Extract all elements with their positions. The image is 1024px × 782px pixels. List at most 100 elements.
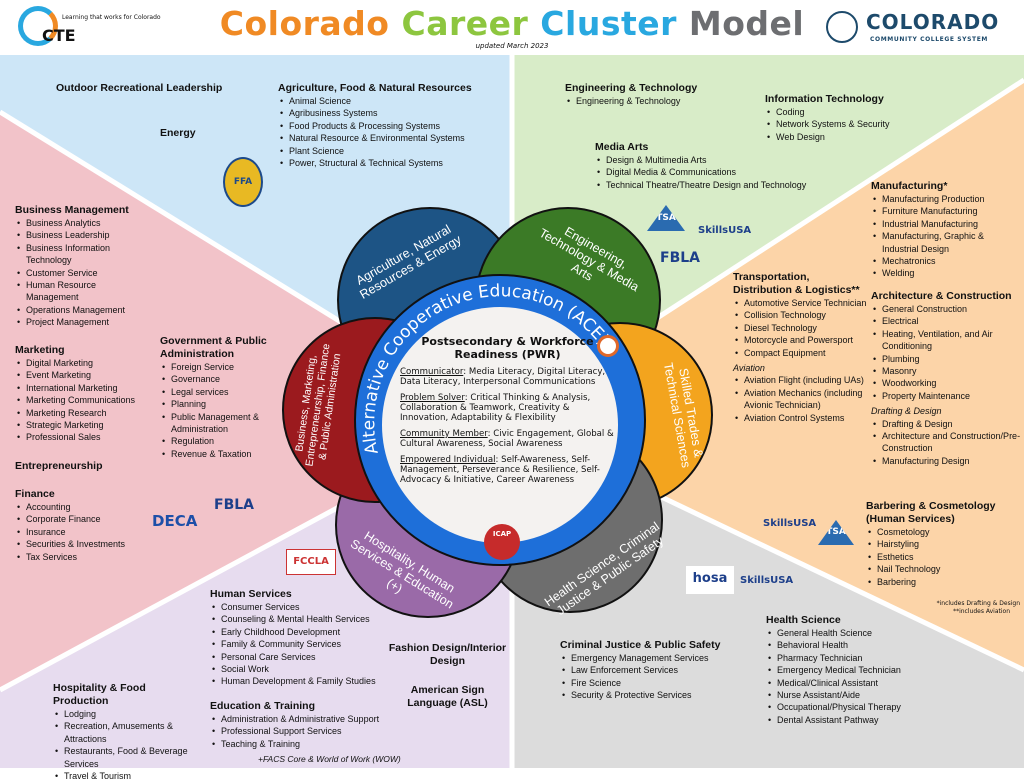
list-item: Manufacturing, Graphic & Industrial Desi… (873, 230, 1016, 255)
list-item: Furniture Manufacturing (873, 205, 1016, 218)
cluster-arch: Architecture & ConstructionGeneral Const… (871, 290, 1024, 468)
list-item: Emergency Management Services (562, 652, 730, 665)
list-item: Emergency Medical Technician (768, 664, 916, 677)
pwr-desc: : Media Literacy, Digital Literacy, Data… (400, 367, 606, 387)
list-item: Counseling & Mental Health Services (212, 613, 390, 626)
footnote-2: **includes Aviation (953, 608, 1010, 615)
list-item: Human Development & Family Studies (212, 675, 390, 688)
fccla-logo: FCCLA (286, 549, 336, 575)
list-item: Engineering & Technology (567, 95, 745, 108)
fashion-design: Fashion Design/Interior Design (388, 642, 507, 667)
list-item: Customer Service (17, 267, 140, 280)
list-item: Business Analytics (17, 217, 140, 230)
list-item: Security & Protective Services (562, 689, 730, 702)
list-item: Teaching & Training (212, 738, 400, 751)
list-item: Nail Technology (868, 563, 1016, 576)
pwr-desc: : Critical Thinking & Analysis, Collabor… (400, 393, 591, 423)
list-item: Digital Marketing (17, 357, 155, 370)
cluster-it: Information TechnologyCodingNetwork Syst… (765, 93, 905, 144)
title-word: Model (688, 4, 805, 43)
entrepreneurship: Entrepreneurship (15, 460, 103, 472)
list-item: Business Information Technology (17, 242, 140, 267)
cluster-title: Government & Public Administration (160, 335, 267, 360)
updated-date: updated March 2023 (475, 42, 549, 50)
cluster-mfg: Manufacturing*Manufacturing ProductionFu… (871, 180, 1016, 280)
list-item: Nurse Assistant/Aide (768, 689, 916, 702)
list-item: Aviation Control Systems (735, 412, 868, 425)
list-item: Pharmacy Technician (768, 652, 916, 665)
list-item: Lodging (55, 708, 203, 721)
skillsusa-logo-3: SkillsUSA (763, 518, 817, 529)
list-item: Hairstyling (868, 538, 1016, 551)
list-item: Behavioral Health (768, 639, 916, 652)
list-item: Human Resource Management (17, 279, 140, 304)
list-item: Social Work (212, 663, 390, 676)
list-item: Strategic Marketing (17, 419, 155, 432)
list-item: Plant Science (280, 145, 478, 158)
fbla-logo-2: FBLA (214, 497, 254, 513)
list-item: Masonry (873, 365, 1024, 378)
deca-logo: DECA (152, 512, 198, 530)
list-item: Diesel Technology (735, 322, 868, 335)
list-item: Travel & Tourism (55, 770, 203, 782)
pwr-item: Problem Solver: Critical Thinking & Anal… (400, 393, 615, 423)
cluster-human: Human ServicesConsumer ServicesCounselin… (210, 588, 390, 688)
skillsusa-logo-2: SkillsUSA (740, 575, 794, 586)
ffa-logo: FFA (223, 157, 263, 207)
list-item: Governance (162, 373, 275, 386)
cluster-title: Manufacturing* (871, 180, 948, 192)
list-item: Aviation Mechanics (including Avionic Te… (735, 387, 868, 412)
list-item: Woodworking (873, 377, 1024, 390)
cluster-title: Transportation, Distribution & Logistics… (733, 271, 860, 296)
cluster-title: Marketing (15, 344, 65, 356)
cte-logo-text: CTE (42, 26, 76, 45)
pwr-title-line: Postsecondary & Workforce (421, 335, 594, 348)
list-item: Manufacturing Design (873, 455, 1024, 468)
pwr-item: Communicator: Media Literacy, Digital Li… (400, 367, 615, 387)
list-item: Event Marketing (17, 369, 155, 382)
cluster-cj: Criminal Justice & Public SafetyEmergenc… (560, 639, 730, 702)
list-item: Animal Science (280, 95, 478, 108)
asl: American Sign Language (ASL) (407, 684, 488, 709)
list-item: Corporate Finance (17, 513, 135, 526)
pwr-desc: : Civic Engagement, Global & Cultural Aw… (400, 429, 614, 449)
list-item: Technical Theatre/Theatre Design and Tec… (597, 179, 815, 192)
pwr-term: Communicator (400, 367, 464, 377)
list-item: Consumer Services (212, 601, 390, 614)
list-item: Agribusiness Systems (280, 107, 478, 120)
list-item: Industrial Manufacturing (873, 218, 1016, 231)
cte-tagline: Learning that works for Colorado (62, 14, 161, 21)
cluster-title: Media Arts (595, 141, 649, 153)
cte-logo (18, 6, 58, 46)
list-item: Recreation, Amusements & Attractions (55, 720, 203, 745)
title-word: Cluster (540, 4, 677, 43)
list-item: General Construction (873, 303, 1024, 316)
footnote-1: *includes Drafting & Design (936, 600, 1020, 607)
list-item: Accounting (17, 501, 135, 514)
list-item: Legal services (162, 386, 275, 399)
list-item: Automotive Service Technician (735, 297, 868, 310)
cluster-agri: Agriculture, Food & Natural ResourcesAni… (278, 82, 478, 170)
pwr-title-line: Readiness (PWR) (454, 348, 561, 361)
list-item: Insurance (17, 526, 135, 539)
list-item: Barbering (868, 576, 1016, 589)
outdoor-recreation: Outdoor Recreational Leadership (56, 82, 223, 94)
cluster-title: Information Technology (765, 93, 884, 105)
list-item: Administration & Administrative Support (212, 713, 400, 726)
pwr-item: Empowered Individual: Self-Awareness, Se… (400, 455, 615, 485)
pwr-term: Empowered Individual (400, 455, 496, 465)
cluster-title: Business Management (15, 204, 129, 216)
list-item: Early Childhood Development (212, 626, 390, 639)
list-item: Family & Community Services (212, 638, 390, 651)
list-item: Securities & Investments (17, 538, 135, 551)
cluster-health: Health ScienceGeneral Health ScienceBeha… (766, 614, 916, 727)
list-item: Dental Assistant Pathway (768, 714, 916, 727)
list-item: Motorcycle and Powersport (735, 334, 868, 347)
list-item: Natural Resource & Environmental Systems (280, 132, 478, 145)
icap-logo: ICAP (484, 524, 520, 560)
cluster-title: Education & Training (210, 700, 316, 712)
list-item: Professional Sales (17, 431, 155, 444)
title-word: Colorado (219, 4, 390, 43)
